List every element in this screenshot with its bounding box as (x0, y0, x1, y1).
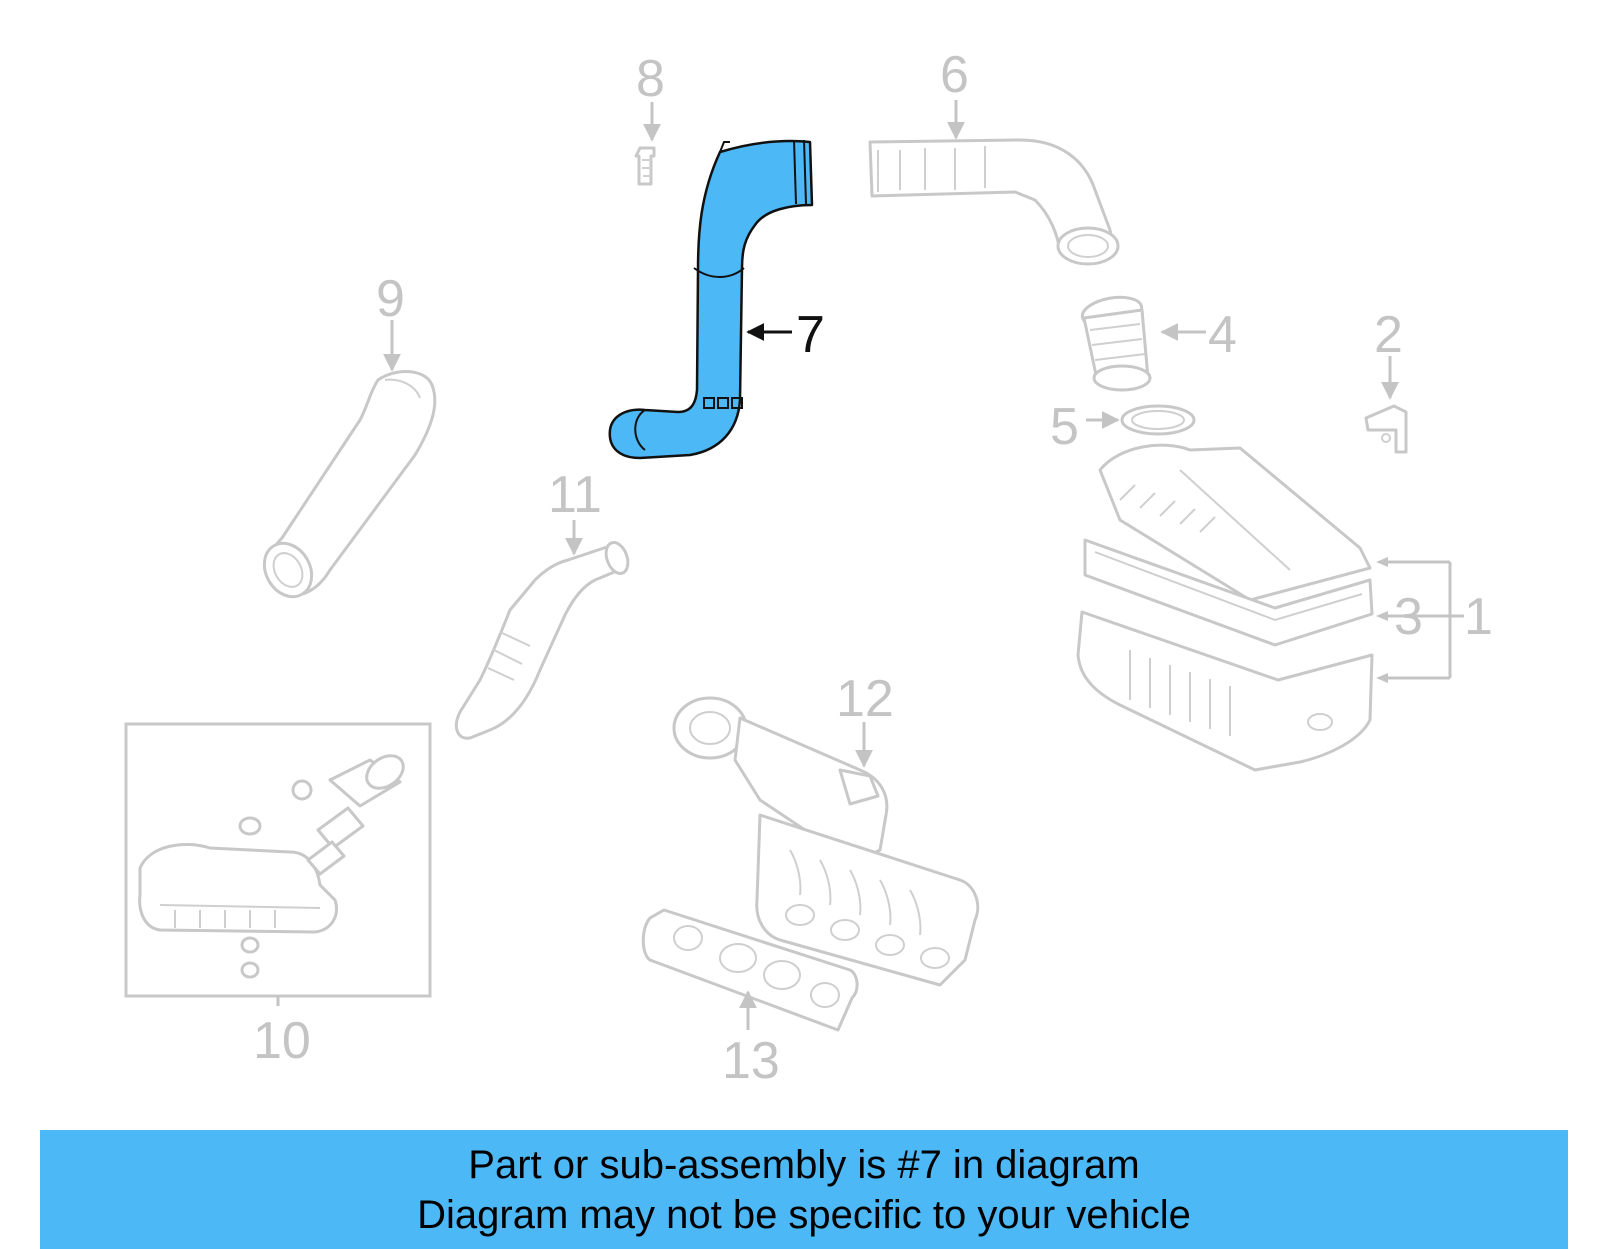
part-7-air-hose (608, 139, 814, 460)
part-8-sensor (634, 146, 656, 186)
part-12-intake-manifold (672, 696, 980, 987)
callout-3: 3 (1394, 588, 1423, 646)
callout-6: 6 (940, 46, 969, 104)
part-11-intake-tube (454, 541, 630, 740)
part-2-bracket (1364, 404, 1408, 454)
callout-5: 5 (1050, 398, 1079, 456)
banner-line-1: Part or sub-assembly is #7 in diagram (468, 1142, 1140, 1187)
banner-line-2: Diagram may not be specific to your vehi… (417, 1192, 1191, 1237)
callout-1: 1 (1464, 588, 1493, 646)
part-1-air-cleaner-assembly (1076, 443, 1374, 772)
callout-11: 11 (548, 466, 602, 524)
part-10-resonator-assembly (138, 754, 405, 979)
callout-8: 8 (636, 50, 665, 108)
callout-1-bracket (1376, 557, 1464, 683)
part-4-air-flow-adapter (1080, 295, 1152, 392)
callout-9: 9 (376, 270, 405, 328)
info-banner: Part or sub-assembly is #7 in diagram Di… (40, 1130, 1568, 1249)
part-5-seal-ring (1120, 404, 1196, 436)
part-9-intake-tube (262, 370, 437, 599)
callout-2: 2 (1374, 306, 1403, 364)
parts-diagram: 8 6 7 9 11 (124, 46, 1493, 1090)
callout-10: 10 (253, 1012, 311, 1070)
callout-4: 4 (1208, 306, 1237, 364)
part-13-manifold-gasket (641, 908, 859, 1032)
callout-12: 12 (836, 670, 894, 728)
callout-7: 7 (796, 306, 825, 364)
callout-13: 13 (722, 1032, 780, 1090)
part-6-intake-duct (868, 138, 1120, 266)
